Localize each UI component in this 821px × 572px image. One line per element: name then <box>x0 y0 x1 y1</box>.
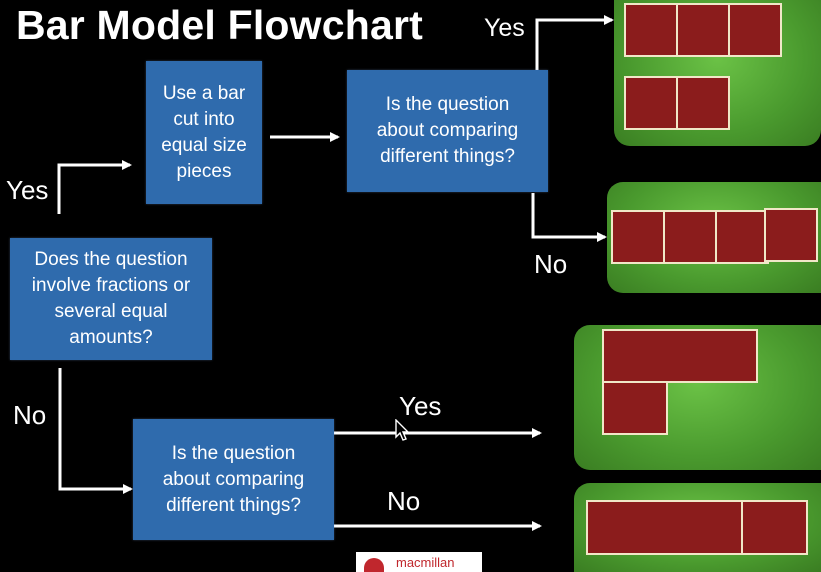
arrow-compare-top-no <box>531 193 607 242</box>
label-yes-start: Yes <box>6 175 49 205</box>
bar-piece <box>728 3 782 57</box>
compare-bottom-box: Is the question about comparing differen… <box>133 419 334 540</box>
bar-piece <box>715 210 769 264</box>
use-bar-box: Use a bar cut into equal size pieces <box>146 61 262 204</box>
arrow-start-yes <box>57 160 132 214</box>
label-no-bottom: No <box>387 486 421 516</box>
bar-piece <box>764 208 818 262</box>
bar-piece <box>663 210 717 264</box>
arrow-start-no <box>58 368 133 494</box>
bar-piece <box>602 381 668 435</box>
bar-piece <box>624 76 678 130</box>
page-title: Bar Model Flowchart <box>16 2 424 48</box>
bar-piece <box>602 329 758 383</box>
label-no-start: No <box>13 400 47 430</box>
bar-model-panel-parts <box>574 483 821 572</box>
bar-piece <box>676 3 730 57</box>
cursor-icon <box>395 419 410 441</box>
bar-piece <box>586 500 743 555</box>
bar-piece <box>676 76 730 130</box>
macmillan-logo: macmillan <box>356 552 482 572</box>
logo-text: macmillan <box>396 555 455 570</box>
bar-piece <box>624 3 678 57</box>
bar-model-panel-compare-lengths <box>574 325 821 470</box>
bar-model-panel-single <box>607 182 821 293</box>
label-yes-top: Yes <box>484 14 525 42</box>
logo-mark-icon <box>364 558 384 572</box>
bar-piece <box>611 210 665 264</box>
arrow-compare-top-yes <box>535 15 614 70</box>
label-no-top: No <box>534 249 568 279</box>
bar-piece <box>741 500 808 555</box>
start-question-box: Does the question involve fractions or s… <box>10 238 212 360</box>
compare-top-box: Is the question about comparing differen… <box>347 70 548 192</box>
label-yes-bottom: Yes <box>399 391 442 421</box>
bar-model-panel-comparison <box>614 0 821 146</box>
